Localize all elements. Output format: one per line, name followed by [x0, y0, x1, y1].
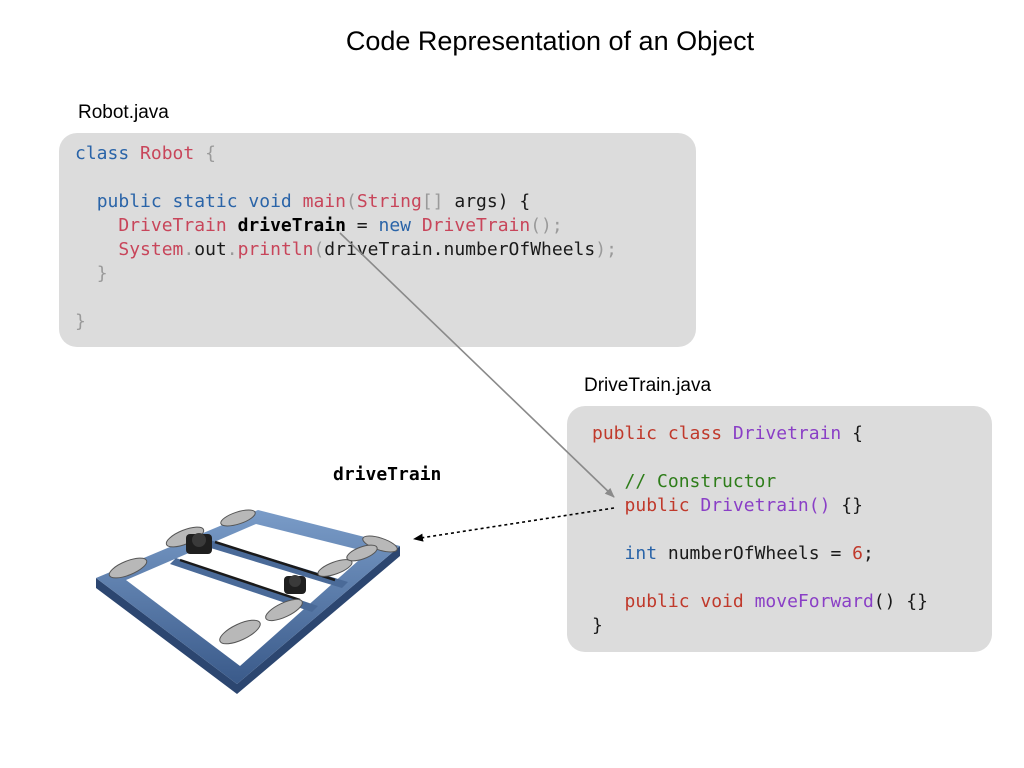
- paren: (: [345, 191, 357, 212]
- code-line: class Robot {: [75, 143, 216, 164]
- brace: }: [96, 263, 108, 284]
- method-name: println: [237, 239, 314, 260]
- drivetrain-code-box: public class Drivetrain { // Constructor…: [567, 406, 992, 652]
- type-name: int: [624, 543, 658, 564]
- number-literal: 6: [852, 543, 863, 564]
- class-name: Robot: [140, 143, 195, 164]
- code-line: int numberOfWheels = 6;: [592, 543, 874, 564]
- braces: {}: [841, 495, 863, 516]
- paren: (: [313, 239, 325, 260]
- field-name: out: [194, 239, 227, 260]
- modifiers: public void: [624, 591, 744, 612]
- variable-name: driveTrain: [237, 215, 346, 236]
- brace: {: [205, 143, 216, 164]
- argument: driveTrain.numberOfWheels: [324, 239, 596, 260]
- modifiers: public class: [592, 423, 723, 444]
- paren: ): [497, 191, 509, 212]
- code-line: public void moveForward() {}: [592, 591, 928, 612]
- method-name: main: [302, 191, 346, 212]
- comment: // Constructor: [624, 471, 777, 492]
- code-line: }: [75, 311, 86, 332]
- brace: {: [519, 191, 531, 212]
- dot: .: [226, 239, 238, 260]
- brace: }: [592, 615, 603, 636]
- operator: =: [830, 543, 842, 564]
- code-line: public Drivetrain() {}: [592, 495, 863, 516]
- brace: }: [75, 311, 86, 332]
- modifiers: public static void: [96, 191, 292, 212]
- object-label: driveTrain: [333, 464, 442, 485]
- class-name: Drivetrain: [732, 423, 842, 444]
- keyword: class: [75, 143, 130, 164]
- drivetrain-chassis-image: [96, 509, 400, 694]
- code-line: public class Drivetrain {: [592, 423, 863, 444]
- constructor-call: DriveTrain: [421, 215, 531, 236]
- class-name: System: [118, 239, 184, 260]
- parens: ();: [530, 215, 563, 236]
- brace: {: [852, 423, 863, 444]
- code-line: }: [592, 615, 603, 636]
- type-name: DriveTrain: [118, 215, 227, 236]
- keyword: new: [378, 215, 411, 236]
- reference-arrow: [339, 232, 615, 498]
- diagram-title: Code Representation of an Object: [345, 26, 755, 56]
- robot-file-label: Robot.java: [78, 102, 169, 123]
- keyword: public: [624, 495, 690, 516]
- robot-code: class Robot { public static void main(St…: [75, 142, 617, 334]
- operator: =: [356, 215, 368, 236]
- code-line: }: [75, 263, 108, 284]
- paren: );: [595, 239, 617, 260]
- code-line: public static void main(String[] args) {: [75, 191, 531, 212]
- instance-arrow: [413, 507, 615, 542]
- code-line: // Constructor: [592, 471, 777, 492]
- array-brackets: []: [421, 191, 444, 212]
- drivetrain-code: public class Drivetrain { // Constructor…: [592, 422, 928, 638]
- semicolon: ;: [862, 543, 874, 564]
- dot: .: [183, 239, 195, 260]
- field-name: numberOfWheels: [667, 543, 820, 564]
- constructor-name: Drivetrain(): [700, 495, 831, 516]
- param-name: args: [454, 191, 498, 212]
- code-line: System.out.println(driveTrain.numberOfWh…: [75, 239, 617, 260]
- drivetrain-file-label: DriveTrain.java: [584, 375, 712, 396]
- code-line: DriveTrain driveTrain = new DriveTrain()…: [75, 215, 563, 236]
- method-name: moveForward: [754, 591, 874, 612]
- robot-code-box: class Robot { public static void main(St…: [59, 133, 696, 347]
- method-rest: () {}: [873, 591, 928, 612]
- type-name: String: [356, 191, 422, 212]
